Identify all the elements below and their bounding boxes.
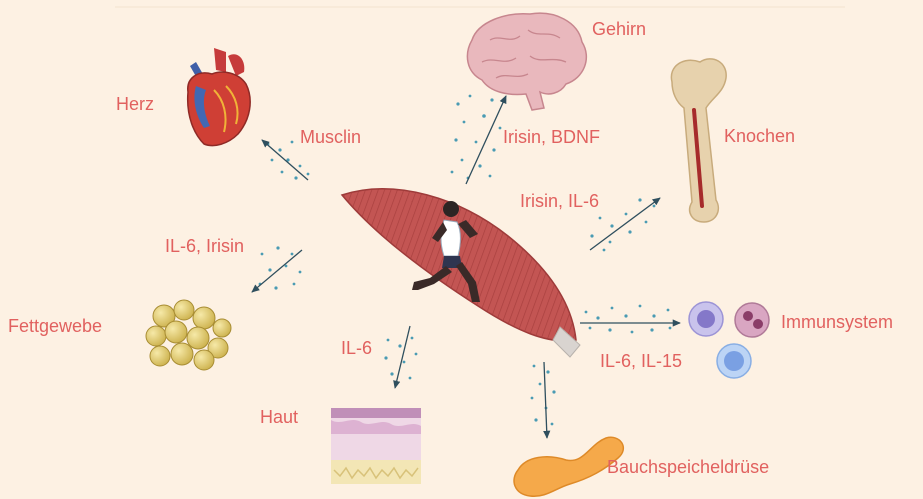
brain-icon	[467, 13, 586, 110]
skin-icon	[331, 408, 421, 484]
immune-cells-icon	[689, 302, 769, 378]
label-immunsystem: Immunsystem	[781, 312, 893, 332]
label-knochen: Knochen	[724, 126, 795, 146]
heart-icon	[188, 48, 250, 146]
label-fettgewebe: Fettgewebe	[8, 316, 102, 336]
arrow-bone	[590, 198, 660, 250]
arrow-fat	[252, 250, 302, 292]
arrow-skin	[395, 326, 410, 388]
label-bauchspeicheldruese: Bauchspeicheldrüse	[607, 457, 769, 477]
arrow-brain	[466, 96, 506, 184]
arrow-pancreas	[544, 362, 547, 438]
bone-icon	[671, 59, 726, 222]
myokine-bone: Irisin, IL-6	[520, 191, 599, 211]
label-gehirn: Gehirn	[592, 19, 646, 39]
myokine-fat: IL-6, Irisin	[165, 236, 244, 256]
label-haut: Haut	[260, 407, 298, 427]
myokine-brain: Irisin, BDNF	[503, 127, 600, 147]
myokine-skin: IL-6	[341, 338, 372, 358]
label-herz: Herz	[116, 94, 154, 114]
myokine-heart: Musclin	[300, 127, 361, 147]
fat-tissue-icon	[146, 300, 231, 370]
myokine-immune: IL-6, IL-15	[600, 351, 682, 371]
